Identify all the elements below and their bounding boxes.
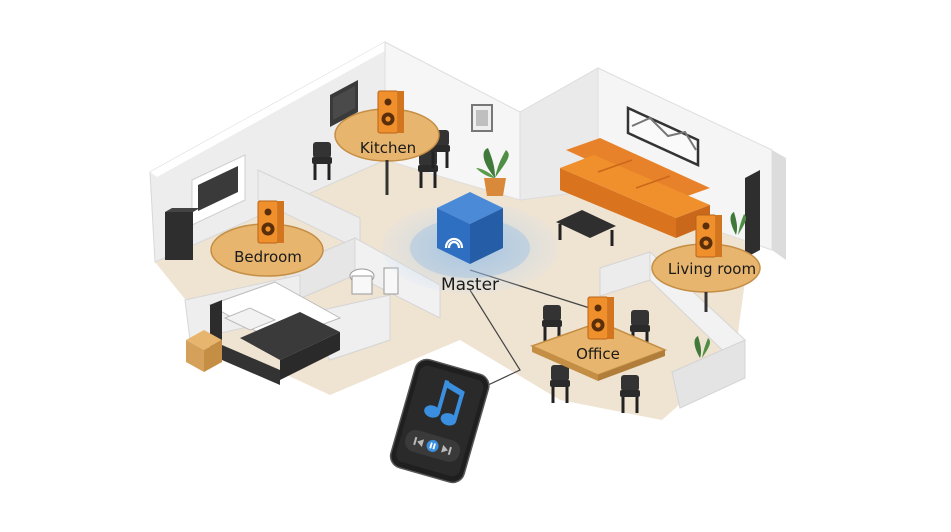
coffee-table [556, 210, 616, 246]
music-note-icon [424, 379, 465, 426]
office-table [529, 321, 668, 381]
wall-decor [330, 80, 760, 258]
smartphone[interactable] [388, 357, 492, 486]
sofa [560, 138, 710, 238]
plant-living [730, 212, 746, 235]
master-label: Master [441, 275, 499, 295]
previous-icon[interactable] [413, 436, 425, 448]
bed [208, 281, 342, 385]
plant [476, 148, 509, 196]
office-label: Office [576, 345, 620, 363]
wifi-arc-icon [444, 237, 464, 249]
living-room-label: Living room [668, 260, 756, 278]
next-icon[interactable] [441, 444, 452, 456]
kitchen-label: Kitchen [360, 139, 416, 157]
kitchen-speaker-icon [377, 90, 405, 134]
plant-office [694, 336, 710, 358]
bathroom-toilet [349, 267, 399, 295]
master-hub [437, 192, 503, 264]
nightstand [186, 330, 222, 372]
kitchen-counter [165, 154, 246, 260]
living-room-speaker-icon [695, 214, 723, 258]
bedroom-label: Bedroom [234, 248, 302, 266]
bedroom-speaker-icon [257, 200, 285, 244]
office-speaker-icon [587, 296, 615, 340]
pause-icon[interactable] [425, 439, 440, 454]
